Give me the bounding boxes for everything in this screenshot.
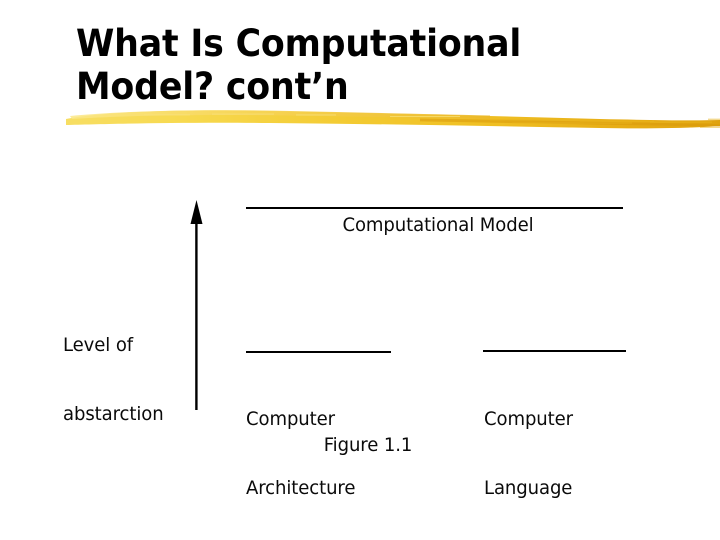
page-title-line-1: What Is Computational xyxy=(76,22,522,65)
node-label-computational-model: Computational Model xyxy=(342,214,534,236)
node-label-computer-architecture: Computer Architecture xyxy=(246,362,355,540)
axis-label-line-2: abstarction xyxy=(63,403,164,425)
node-label-computer-language-line-1: Computer xyxy=(484,408,573,430)
figure-caption: Figure 1.1 xyxy=(323,434,413,456)
rule-computational-model xyxy=(246,207,623,209)
level-of-abstraction-arrow-icon xyxy=(184,198,210,410)
rule-computer-architecture xyxy=(246,351,391,353)
rule-computer-language xyxy=(483,350,626,352)
node-label-computer-architecture-line-2: Architecture xyxy=(246,477,356,499)
page-title-line-2: Model? cont’n xyxy=(76,65,349,108)
node-label-computer-language: Computer Language xyxy=(484,362,573,540)
node-label-computer-language-line-2: Language xyxy=(484,477,573,499)
axis-label-line-1: Level of xyxy=(63,334,134,356)
node-label-computer-architecture-line-1: Computer xyxy=(246,408,335,430)
page-title: What Is Computational Model? cont’n xyxy=(76,22,676,108)
axis-label-level-of-abstraction: Level of abstarction xyxy=(63,288,164,472)
